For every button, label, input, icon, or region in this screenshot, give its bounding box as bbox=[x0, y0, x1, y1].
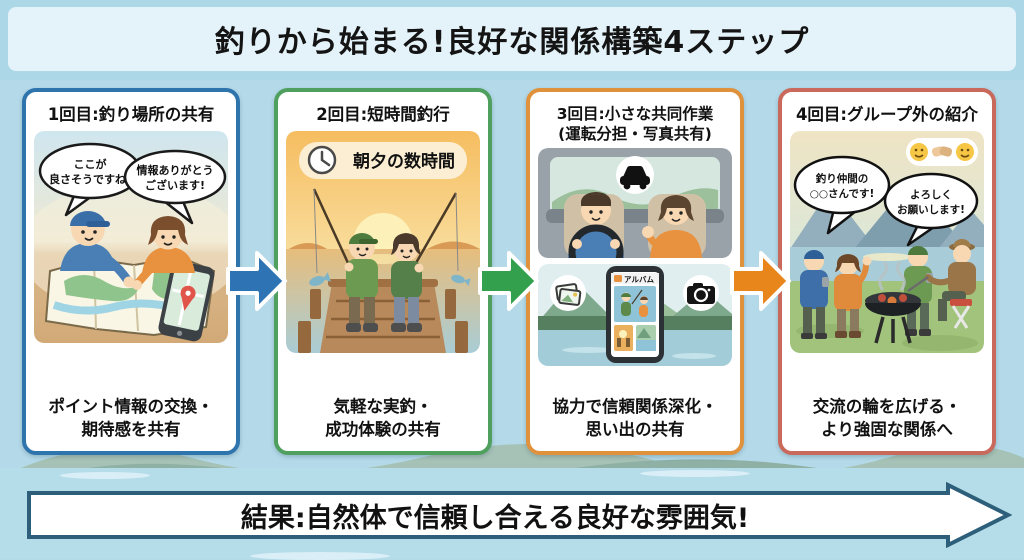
panel-4-caption: 交流の輪を広げる・ より強固な関係へ bbox=[812, 397, 962, 439]
water-streak bbox=[640, 470, 750, 477]
svg-text:ここが: ここが bbox=[74, 157, 107, 171]
driver bbox=[568, 192, 624, 259]
time-badge: 朝夕の数時間 bbox=[299, 142, 467, 180]
passenger bbox=[642, 195, 702, 259]
panel-step-3: 3回目:小さな共同作業 (運転分担・写真共有) bbox=[526, 88, 744, 455]
fish bbox=[309, 272, 331, 287]
person-orange bbox=[132, 216, 195, 291]
panel-step-4: 4回目:グループ外の紹介 bbox=[778, 88, 996, 455]
page-title: 釣りから始まる!良好な関係構築4ステップ bbox=[214, 25, 810, 60]
svg-text:釣り仲間の: 釣り仲間の bbox=[816, 172, 869, 185]
result-arrow-banner: 結果:自然体で信頼し合える良好な雰囲気! bbox=[26, 481, 1013, 549]
panel-1-header: 1回目:釣り場所の共有 bbox=[47, 105, 215, 124]
angler-right bbox=[391, 192, 471, 333]
album-phone: アルバム bbox=[606, 266, 664, 364]
speech-bubble-2: よろしく お願いします! bbox=[883, 173, 979, 247]
photos-icon bbox=[555, 283, 582, 307]
handshake-icon bbox=[931, 146, 953, 157]
svg-text:お願いします!: お願いします! bbox=[897, 204, 965, 216]
map-pin-icon bbox=[180, 286, 196, 312]
angler-left bbox=[309, 188, 378, 333]
illustration-map-sharing: ここが 良さそうですね! 情報ありがとう ございます! bbox=[34, 131, 228, 344]
steering-wheel bbox=[568, 224, 624, 259]
svg-text:ございます!: ございます! bbox=[145, 178, 205, 192]
illustration-car-share bbox=[538, 148, 732, 259]
arrow-right-icon-step3-4 bbox=[730, 251, 791, 311]
title-band: 釣りから始まる!良好な関係構築4ステップ bbox=[0, 0, 1024, 80]
person-orange bbox=[834, 254, 872, 339]
illustration-bbq-introduction: 釣り仲間の ○○さんです! よろしく お願いします! bbox=[790, 131, 984, 354]
arrow-right-icon-step2-3 bbox=[478, 251, 539, 311]
panel-2-caption: 気軽な実釣・ 成功体験の共有 bbox=[325, 397, 441, 439]
speech-bubble-1: ここが 良さそうですね! bbox=[38, 143, 142, 217]
svg-text:良さそうですね!: 良さそうですね! bbox=[49, 172, 131, 186]
panel-1-caption: ポイント情報の交換・ 期待感を共有 bbox=[48, 397, 214, 439]
camera-badge bbox=[683, 275, 719, 312]
camera-icon bbox=[687, 283, 715, 305]
car-icon bbox=[620, 166, 650, 190]
illustration-sunset-fishing: 朝夕の数時間 bbox=[286, 131, 480, 354]
result-text: 結果:自然体で信頼し合える良好な雰囲気! bbox=[240, 502, 750, 534]
car-badge bbox=[616, 156, 654, 195]
speech-bubble-2: 情報ありがとう ございます! bbox=[123, 150, 227, 225]
map-phone bbox=[158, 261, 215, 342]
camp-stool bbox=[950, 299, 972, 307]
person-blue-cap bbox=[60, 211, 135, 288]
panel-4-header: 4回目:グループ外の紹介 bbox=[795, 105, 979, 124]
friendship-pill bbox=[906, 138, 978, 167]
speech-bubble-1: 釣り仲間の ○○さんです! bbox=[793, 156, 891, 235]
banner-arrow-shape bbox=[27, 481, 1013, 549]
svg-text:朝夕の数時間: 朝夕の数時間 bbox=[353, 151, 455, 172]
panel-step-1: 1回目:釣り場所の共有 bbox=[22, 88, 240, 455]
album-app-title: アルバム bbox=[624, 275, 654, 284]
clock-icon bbox=[307, 146, 337, 175]
bbq-grill bbox=[865, 261, 921, 344]
photos-badge bbox=[550, 275, 586, 312]
smiley-icon bbox=[910, 143, 928, 162]
svg-text:情報ありがとう: 情報ありがとう bbox=[137, 163, 214, 177]
water-streak bbox=[250, 552, 390, 560]
svg-text:○○さんです!: ○○さんです! bbox=[810, 188, 875, 200]
person-blue bbox=[800, 250, 829, 340]
svg-text:よろしく: よろしく bbox=[910, 189, 952, 201]
panel-3-header: 3回目:小さな共同作業 (運転分担・写真共有) bbox=[556, 105, 714, 144]
fish bbox=[451, 275, 471, 287]
title-strip: 釣りから始まる!良好な関係構築4ステップ bbox=[8, 7, 1016, 71]
water-streak bbox=[60, 472, 150, 479]
person-seated bbox=[907, 239, 976, 330]
panel-2-header: 2回目:短時間釣行 bbox=[316, 105, 450, 124]
illustration-photo-share: アルバム bbox=[538, 264, 732, 367]
panel-3-caption: 協力で信頼関係深化・ 思い出の共有 bbox=[552, 397, 718, 439]
arrow-right-icon-step1-2 bbox=[226, 251, 287, 311]
panel-step-2: 2回目:短時間釣行 bbox=[274, 88, 492, 455]
smiley-icon bbox=[956, 143, 974, 162]
